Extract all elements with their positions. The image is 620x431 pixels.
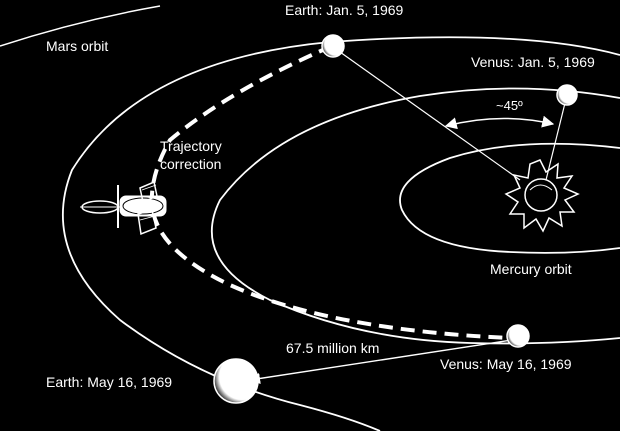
trajectory-correction-label-line2: correction xyxy=(160,156,222,172)
venus-jan-planet-icon xyxy=(556,84,578,106)
spacecraft-icon xyxy=(80,180,167,236)
earth-jan-sun-line xyxy=(339,51,521,181)
sun-icon xyxy=(504,159,580,233)
venus-jan-sun-line xyxy=(545,102,566,181)
mercury-orbit-path xyxy=(399,142,620,254)
venus-orbit-path xyxy=(210,87,620,345)
venus-jan-label: Venus: Jan. 5, 1969 xyxy=(471,54,595,70)
trajectory-correction-label-line1: Trajectory xyxy=(160,138,222,154)
distance-label: 67.5 million km xyxy=(286,340,380,356)
earth-jan-label: Earth: Jan. 5, 1969 xyxy=(285,2,404,18)
angle-arc xyxy=(444,115,555,130)
venus-may-planet-icon xyxy=(506,324,530,348)
mercury-orbit-label: Mercury orbit xyxy=(490,261,572,277)
trajectory-path xyxy=(149,44,511,340)
earth-orbit-path xyxy=(61,36,620,431)
distance-arrow xyxy=(248,339,513,385)
mars-orbit-label: Mars orbit xyxy=(46,38,109,54)
mars-orbit-path xyxy=(0,5,161,47)
earth-jan-planet-icon xyxy=(321,34,345,58)
earth-may-label: Earth: May 16, 1969 xyxy=(46,374,173,390)
angle-label: ~45º xyxy=(496,98,523,113)
earth-may-planet-icon xyxy=(213,358,259,404)
venus-may-label: Venus: May 16, 1969 xyxy=(440,356,572,372)
